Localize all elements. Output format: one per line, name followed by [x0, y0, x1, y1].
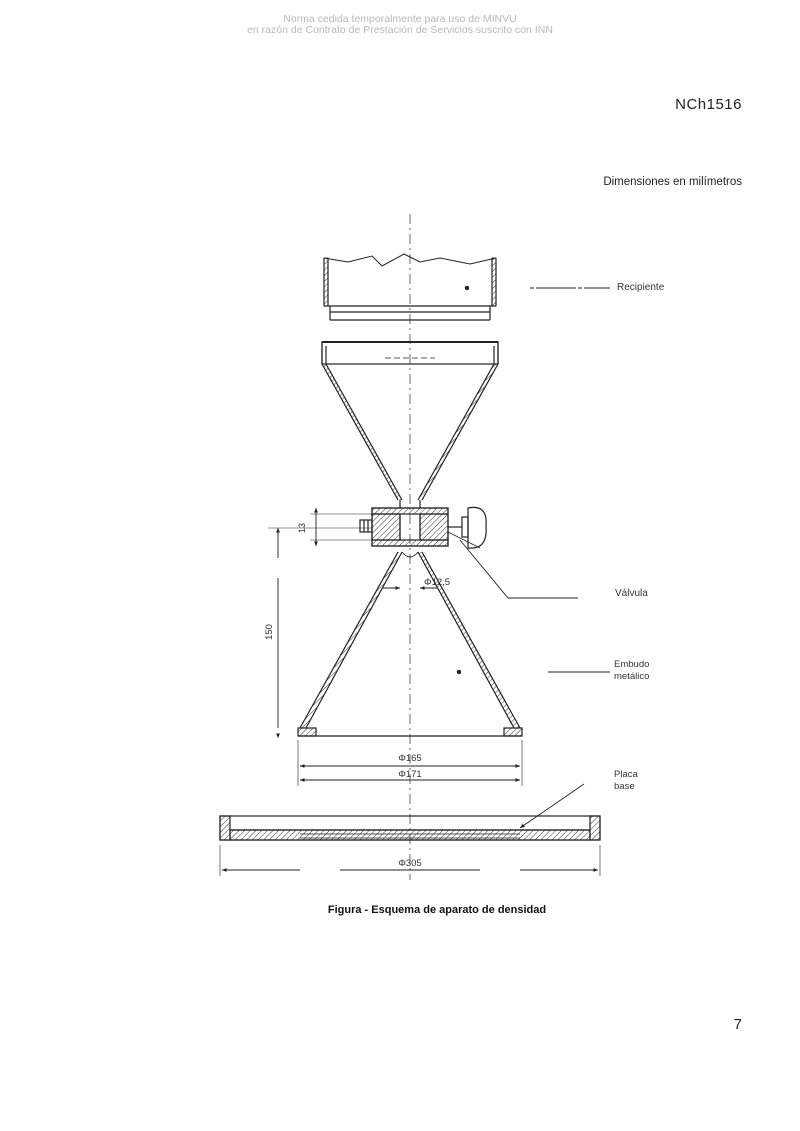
label-recipiente: Recipiente	[617, 282, 665, 293]
label-placa-2: base	[614, 781, 635, 792]
drawing-labels: Recipiente Válvula Embudo metálico Placa…	[264, 282, 665, 869]
dim-inner-diameter: Φ165	[398, 753, 421, 764]
watermark-line-1: Norma cedida temporalmente para uso de M…	[283, 13, 517, 25]
label-placa-1: Placa	[614, 769, 638, 780]
lower-cone	[297, 551, 523, 737]
jar	[323, 253, 497, 321]
label-embudo-1: Embudo	[614, 659, 649, 670]
dim-valve-height: 13	[297, 523, 307, 533]
page-number: 7	[733, 1016, 742, 1033]
watermark: Norma cedida temporalmente para uso de M…	[0, 14, 800, 36]
base-plate	[219, 815, 601, 841]
valve	[359, 500, 487, 549]
upper-cone	[321, 341, 499, 501]
figure-caption: Figura - Esquema de aparato de densidad	[327, 904, 547, 916]
dimension-lines	[219, 508, 601, 876]
dim-funnel-height: 150	[264, 624, 275, 640]
dim-plate-diameter: Φ305	[398, 858, 421, 869]
leader-lines	[459, 287, 610, 829]
label-embudo-2: metálico	[614, 671, 649, 682]
units-note: Dimensiones en milímetros	[603, 176, 742, 188]
label-valvula: Válvula	[615, 588, 648, 599]
dim-orifice: Φ12,5	[424, 577, 450, 588]
dim-outer-diameter: Φ171	[398, 769, 421, 780]
watermark-line-2: en razón de Contrato de Prestación de Se…	[247, 24, 553, 36]
document-code: NCh1516	[675, 96, 742, 113]
